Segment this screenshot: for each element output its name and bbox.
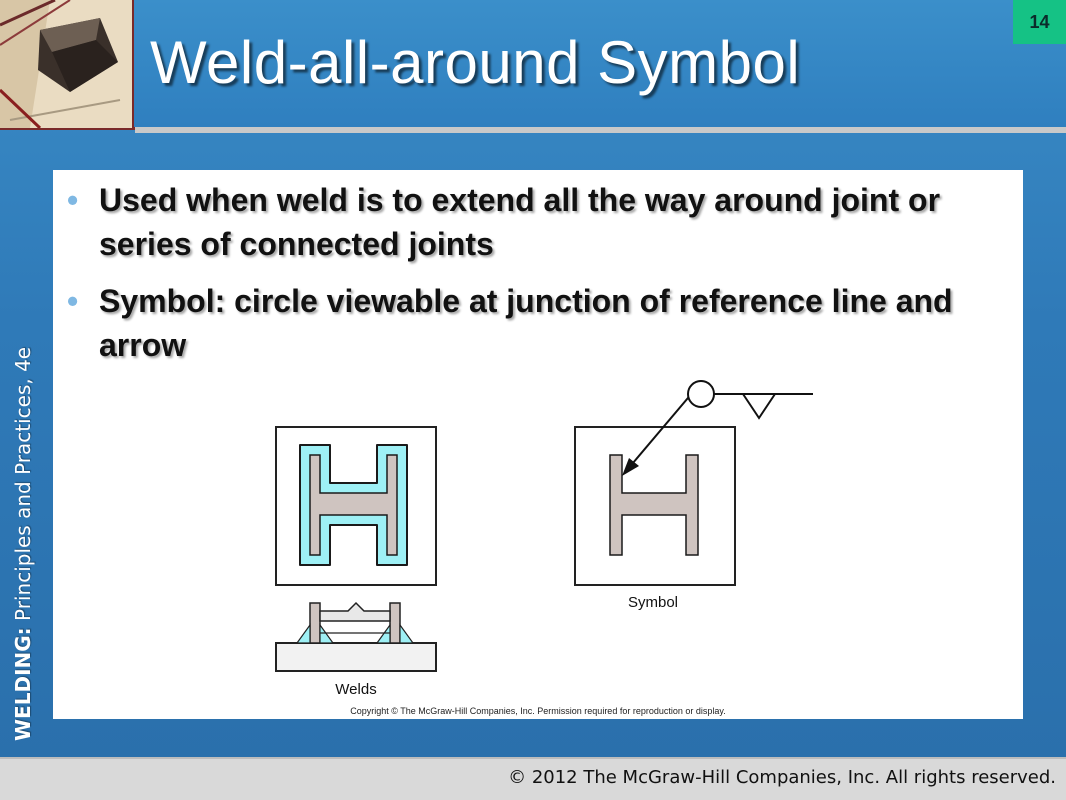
bullet-item: • Symbol: circle viewable at junction of … <box>53 279 1023 367</box>
weld-figure: Welds Symbol <box>275 380 813 698</box>
welding-thumbnail-image <box>0 0 134 128</box>
bullet-list: • Used when weld is to extend all the way… <box>53 170 1023 367</box>
footer: © 2012 The McGraw-Hill Companies, Inc. A… <box>0 757 1066 800</box>
arrow-line <box>626 391 694 471</box>
footer-copyright: © 2012 The McGraw-Hill Companies, Inc. A… <box>508 767 1056 788</box>
weld-all-around-circle <box>687 380 715 408</box>
side-label-rest: Principles and Practices, 4e <box>11 346 35 628</box>
slide-number: 14 <box>1013 0 1066 44</box>
side-label-bold: WELDING: <box>11 627 35 741</box>
slide-title: Weld-all-around Symbol <box>150 29 801 96</box>
symbol-view <box>574 380 813 586</box>
bullet-item: • Used when weld is to extend all the way… <box>53 178 1023 266</box>
book-side-label: WELDING: Principles and Practices, 4e <box>11 347 35 741</box>
symbol-label: Symbol <box>628 594 678 611</box>
h-member <box>309 454 398 556</box>
figure-copyright: Copyright © The McGraw-Hill Companies, I… <box>350 706 726 716</box>
bullet-text: Used when weld is to extend all the way … <box>99 182 941 262</box>
welds-elevation-view <box>275 601 437 672</box>
bullet-dot-icon: • <box>67 182 79 218</box>
header-underline <box>135 127 1066 133</box>
welds-plan-view <box>275 426 437 586</box>
bullet-text: Symbol: circle viewable at junction of r… <box>99 283 953 363</box>
arrow-head <box>622 458 639 476</box>
content-panel: Welds Symbol • Used when weld is to exten… <box>53 170 1023 719</box>
fillet-weld-symbol <box>742 393 776 420</box>
bullet-dot-icon: • <box>67 283 79 319</box>
welds-label: Welds <box>335 681 376 698</box>
